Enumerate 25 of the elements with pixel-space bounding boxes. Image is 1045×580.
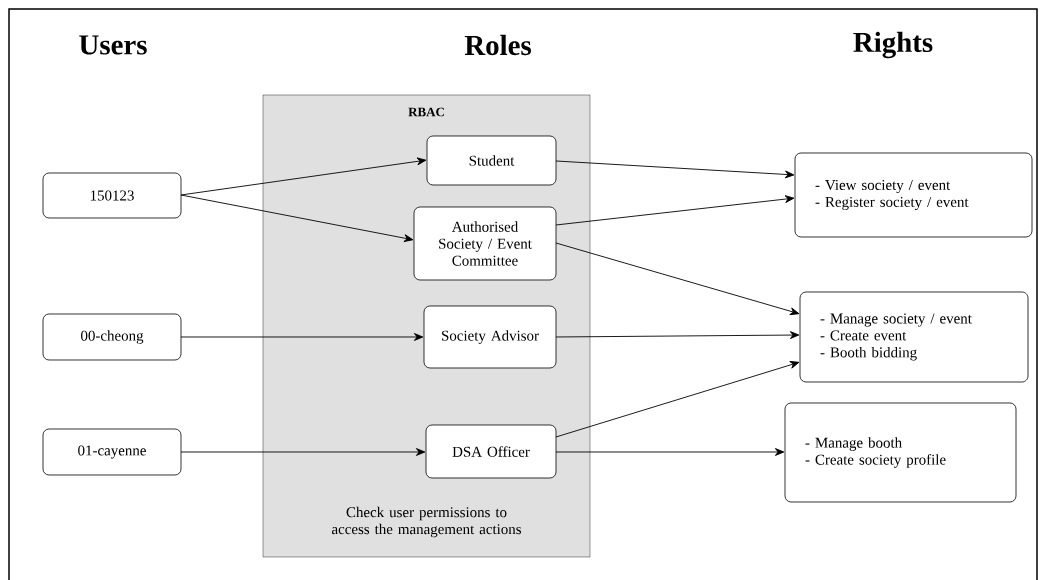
rights-box: - Manage society / event - Create event - Booth bidding [799,291,1029,383]
arrow [555,448,785,456]
column-heading: Roles [464,34,531,56]
arrow [555,160,795,179]
role-box: Authorised Society / Event Committee [413,206,557,281]
arrow [555,242,800,316]
arrow [180,333,424,341]
role-box: Student [426,135,557,186]
arrow [180,194,414,243]
column-heading: Rights [853,31,933,59]
arrow [555,331,800,339]
column-heading: Users [79,35,147,55]
rights-box: - Manage booth - Create society profile [784,402,1017,503]
arrow [180,448,426,456]
role-box: DSA Officer [425,424,557,479]
arrow [555,361,800,438]
user-box: 01-cayenne [42,428,182,476]
arrow [180,157,427,196]
arrow [555,195,795,226]
role-box: Society Advisor [423,305,557,369]
panel-title: RBAC [408,107,444,117]
user-box: 150123 [42,172,182,219]
rights-box: - View society / event - Register society / event [794,152,1033,238]
panel-note: Check user permissions to access the management actions [332,506,521,538]
user-box: 00-cheong [42,313,182,361]
